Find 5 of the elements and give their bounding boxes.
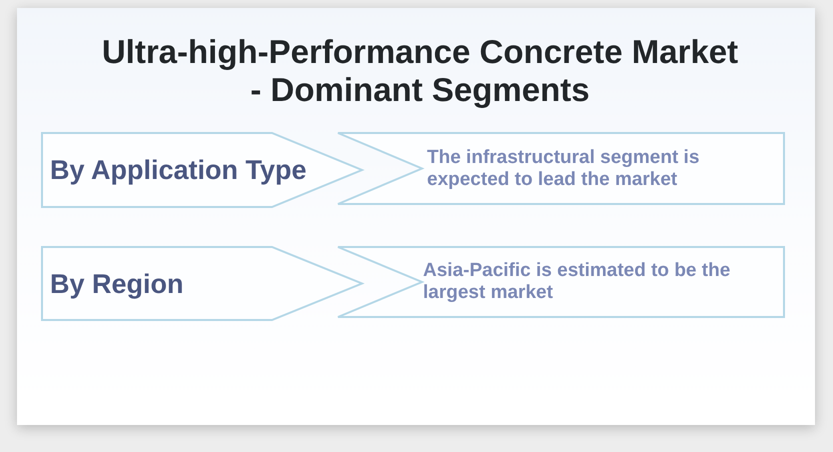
segment-heading: By Application Type [50,154,307,186]
segment-description: The infrastructural segment is expected to lead the market [427,146,700,190]
segment-description: Asia-Pacific is estimated to be the largest market [423,260,732,304]
title: Ultra-high-Performance Concrete Market - Dominant Segments [100,33,740,109]
segment-heading: By Region [50,268,184,300]
